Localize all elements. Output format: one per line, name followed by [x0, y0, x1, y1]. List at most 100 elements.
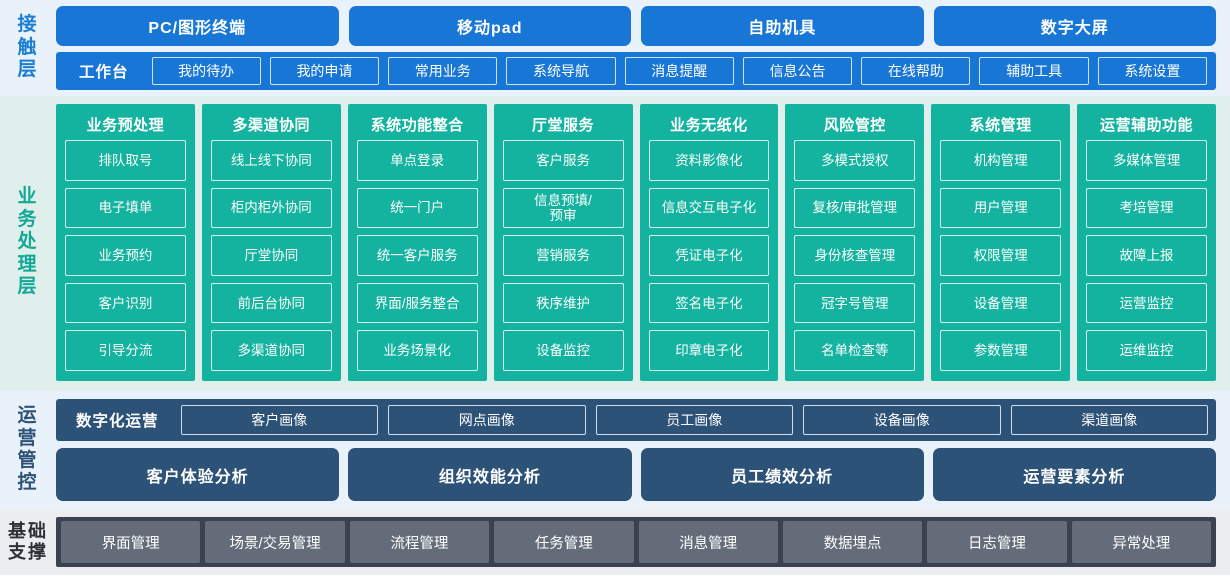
analysis-organization-efficiency[interactable]: 组织效能分析	[348, 448, 632, 501]
business-item[interactable]: 厅堂协同	[210, 235, 332, 276]
business-column-system-integration-items: 单点登录 统一门户 统一客户服务 界面/服务整合 业务场景化	[356, 140, 478, 371]
channel-self-service[interactable]: 自助机具	[641, 6, 924, 46]
foundation-item-ui-management[interactable]: 界面管理	[61, 521, 201, 563]
business-item[interactable]: 柜内柜外协同	[210, 187, 332, 229]
business-column-risk-control: 风险管控 多模式授权 复核/审批管理 身份核查管理 冠字号管理 名单检查等	[785, 104, 925, 381]
workbench-row: 工作台 我的待办 我的申请 常用业务 系统导航 消息提醒 信息公告	[56, 52, 1216, 90]
foundation-item-task-management[interactable]: 任务管理	[494, 521, 634, 563]
business-item[interactable]: 权限管理	[940, 235, 1062, 276]
channel-pc[interactable]: PC/图形终端	[56, 6, 339, 46]
business-column-system-integration: 系统功能整合 单点登录 统一门户 统一客户服务 界面/服务整合 业务场景化	[347, 104, 487, 381]
business-item[interactable]: 故障上报	[1086, 235, 1207, 276]
business-item[interactable]: 参数管理	[940, 330, 1062, 371]
business-item[interactable]: 信息交互电子化	[648, 187, 770, 229]
business-layer-body: 业务预处理 排队取号 电子填单 业务预约 客户识别 引导分流 多渠道协同 线上线…	[56, 104, 1216, 381]
business-item[interactable]: 多模式授权	[794, 140, 916, 181]
business-item[interactable]: 印章电子化	[648, 330, 770, 371]
workbench-item-system-settings[interactable]: 系统设置	[1097, 57, 1208, 85]
business-layer-label-text: 业务处理层	[17, 186, 39, 298]
business-item[interactable]: 多媒体管理	[1086, 140, 1207, 181]
foundation-item-scenario-transaction-management-label: 场景/交易管理	[229, 535, 321, 552]
business-item[interactable]: 机构管理	[940, 140, 1062, 181]
workbench-item-auxiliary-tools[interactable]: 辅助工具	[979, 57, 1089, 85]
foundation-item-data-tracking-label: 数据埋点	[823, 535, 882, 552]
business-item[interactable]: 排队取号	[65, 140, 186, 181]
business-item[interactable]: 多渠道协同	[210, 330, 332, 371]
business-item[interactable]: 客户服务	[502, 140, 624, 181]
workbench-item-my-application[interactable]: 我的申请	[269, 57, 380, 85]
business-item[interactable]: 运营监控	[1086, 282, 1207, 324]
workbench-item-my-todo-label: 我的待办	[178, 63, 235, 79]
operations-layer-label: 运营管控	[0, 399, 56, 501]
business-item[interactable]: 用户管理	[940, 187, 1062, 229]
business-item[interactable]: 单点登录	[356, 140, 478, 181]
analysis-operation-elements[interactable]: 运营要素分析	[932, 448, 1216, 501]
portrait-device[interactable]: 设备画像	[803, 405, 1001, 435]
business-column-system-management-items: 机构管理 用户管理 权限管理 设备管理 参数管理	[940, 140, 1062, 371]
business-item[interactable]: 冠字号管理	[794, 282, 916, 324]
business-column-multichannel-items: 线上线下协同 柜内柜外协同 厅堂协同 前后台协同 多渠道协同	[210, 140, 332, 371]
business-column-operation-support-items: 多媒体管理 考培管理 故障上报 运营监控 运维监控	[1086, 140, 1207, 371]
business-item[interactable]: 设备监控	[502, 330, 624, 371]
analysis-customer-experience[interactable]: 客户体验分析	[56, 448, 340, 501]
workbench-item-message-alert[interactable]: 消息提醒	[624, 57, 734, 85]
portrait-branch[interactable]: 网点画像	[388, 405, 586, 435]
foundation-item-data-tracking[interactable]: 数据埋点	[782, 521, 923, 563]
business-item[interactable]: 界面/服务整合	[356, 282, 478, 324]
foundation-item-exception-handling[interactable]: 异常处理	[1071, 521, 1211, 563]
workbench-item-online-help[interactable]: 在线帮助	[861, 57, 971, 85]
workbench-item-my-todo[interactable]: 我的待办	[151, 57, 261, 85]
workbench-item-common-business[interactable]: 常用业务	[388, 57, 498, 85]
business-column-operation-support: 运营辅助功能 多媒体管理 考培管理 故障上报 运营监控 运维监控	[1077, 104, 1216, 381]
foundation-item-message-management-label: 消息管理	[679, 535, 738, 552]
analysis-employee-performance[interactable]: 员工绩效分析	[640, 448, 924, 501]
foundation-item-process-management[interactable]: 流程管理	[349, 521, 490, 563]
business-item[interactable]: 客户识别	[65, 282, 186, 324]
portrait-channel-label: 渠道画像	[1081, 412, 1138, 428]
workbench-item-announcement[interactable]: 信息公告	[742, 57, 853, 85]
business-item[interactable]: 身份核查管理	[794, 235, 916, 276]
channel-mobile-pad[interactable]: 移动pad	[348, 6, 631, 46]
business-item[interactable]: 前后台协同	[210, 282, 332, 324]
portrait-channel[interactable]: 渠道画像	[1010, 405, 1209, 435]
business-item[interactable]: 引导分流	[65, 330, 186, 371]
business-layer-label: 业务处理层	[0, 104, 56, 381]
foundation-item-message-management[interactable]: 消息管理	[638, 521, 778, 563]
business-item[interactable]: 设备管理	[940, 282, 1062, 324]
business-column-lobby-service-title: 厅堂服务	[532, 117, 595, 134]
channel-digital-screen[interactable]: 数字大屏	[933, 6, 1216, 46]
foundation-item-scenario-transaction-management[interactable]: 场景/交易管理	[205, 521, 345, 563]
business-item[interactable]: 名单检查等	[794, 330, 916, 371]
business-item[interactable]: 线上线下协同	[210, 140, 332, 181]
channel-pc-label: PC/图形终端	[148, 20, 247, 37]
business-item[interactable]: 秩序维护	[502, 282, 624, 324]
contact-layer-body: PC/图形终端 移动pad 自助机具 数字大屏 工作台 我的待办 我的申请	[56, 6, 1216, 90]
operations-layer-label-text: 运营管控	[17, 405, 39, 494]
business-item[interactable]: 统一客户服务	[356, 235, 478, 276]
operations-layer-body: 数字化运营 客户画像 网点画像 员工画像 设备画像 渠道画像	[56, 399, 1216, 501]
business-column-paperless-title: 业务无纸化	[670, 117, 748, 134]
business-item[interactable]: 业务预约	[65, 235, 186, 276]
business-item[interactable]: 电子填单	[65, 187, 186, 229]
business-item[interactable]: 信息预填/ 预审	[502, 187, 624, 229]
business-item[interactable]: 资料影像化	[648, 140, 770, 181]
business-item[interactable]: 运维监控	[1086, 330, 1207, 371]
workbench-item-common-business-label: 常用业务	[414, 63, 471, 79]
business-item[interactable]: 签名电子化	[648, 282, 770, 324]
business-item[interactable]: 统一门户	[356, 187, 478, 229]
foundation-item-log-management[interactable]: 日志管理	[927, 521, 1067, 563]
business-item[interactable]: 营销服务	[502, 235, 624, 276]
foundation-layer-label-line2: 支撑	[8, 542, 48, 562]
business-item[interactable]: 复核/审批管理	[794, 187, 916, 229]
foundation-item-ui-management-label: 界面管理	[101, 535, 160, 552]
workbench-item-system-navigation[interactable]: 系统导航	[506, 57, 616, 85]
business-item[interactable]: 业务场景化	[356, 330, 478, 371]
business-item[interactable]: 凭证电子化	[648, 235, 770, 276]
foundation-item-exception-handling-label: 异常处理	[1112, 535, 1171, 552]
portrait-employee[interactable]: 员工画像	[595, 405, 794, 435]
digital-operations-title: 数字化运营	[76, 413, 159, 430]
portrait-customer[interactable]: 客户画像	[180, 405, 379, 435]
business-column-system-management-title: 系统管理	[969, 117, 1032, 134]
business-item[interactable]: 考培管理	[1086, 187, 1207, 229]
workbench-item-my-application-label: 我的申请	[296, 63, 353, 79]
